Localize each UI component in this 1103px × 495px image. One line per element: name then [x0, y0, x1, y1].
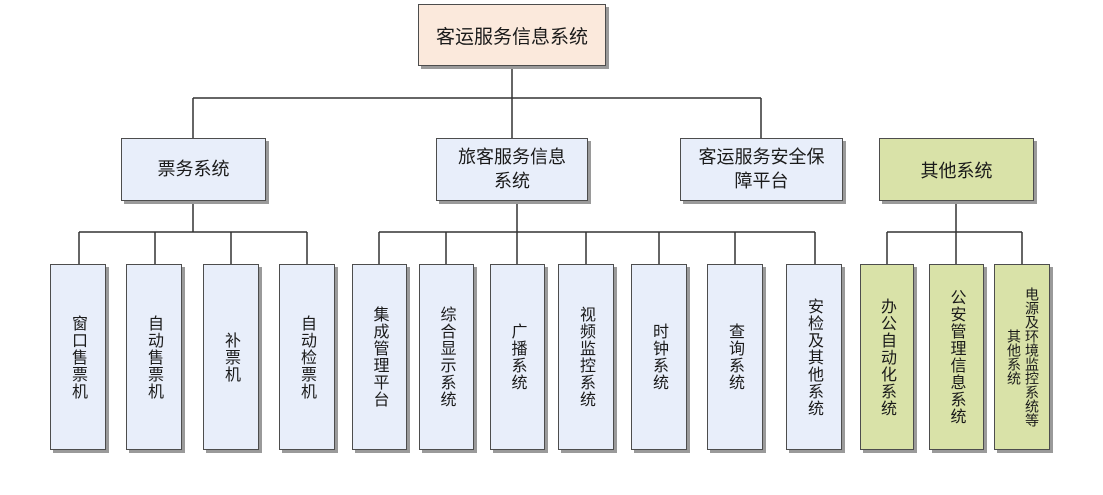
- ticket-system-node: 票务系统: [121, 138, 266, 201]
- leaf-node: 查询系统: [707, 264, 763, 450]
- root-node: 客运服务信息系统: [418, 4, 606, 66]
- leaf-node: 视频监控系统: [558, 264, 614, 450]
- leaf-node: 窗口售票机: [50, 264, 106, 450]
- leaf-label: 公安管理信息系统: [947, 289, 967, 425]
- leaf-node: 集成管理平台: [352, 264, 407, 450]
- leaf-label: 广播系统: [508, 323, 528, 391]
- other-systems-node: 其他系统: [879, 138, 1034, 201]
- root-label: 客运服务信息系统: [435, 25, 588, 48]
- leaf-node: 公安管理信息系统: [929, 264, 984, 450]
- safety-platform-label: 客运服务安全保障平台: [698, 146, 825, 192]
- leaf-label: 自动售票机: [145, 314, 164, 400]
- leaf-label: 综合显示系统: [437, 306, 457, 408]
- ticket-system-label: 票务系统: [157, 158, 230, 180]
- leaf-label: 电源及环境监控系统等其他系统: [1005, 287, 1039, 427]
- leaf-label: 补票机: [222, 331, 241, 383]
- leaf-node: 补票机: [203, 264, 259, 450]
- safety-platform-node: 客运服务安全保障平台: [680, 138, 843, 201]
- leaf-node: 自动售票机: [126, 264, 182, 450]
- leaf-label: 集成管理平台: [370, 306, 390, 408]
- leaf-node: 广播系统: [490, 264, 545, 450]
- other-systems-label: 其他系统: [920, 160, 993, 182]
- leaf-node: 自动检票机: [279, 264, 335, 450]
- passenger-service-label: 旅客服务信息系统: [458, 146, 566, 192]
- leaf-node: 办公自动化系统: [860, 264, 914, 450]
- leaf-node: 安检及其他系统: [786, 264, 842, 450]
- leaf-label: 视频监控系统: [577, 306, 596, 408]
- passenger-service-node: 旅客服务信息系统: [436, 138, 588, 201]
- leaf-label: 自动检票机: [298, 314, 317, 400]
- leaf-label: 安检及其他系统: [805, 297, 824, 417]
- leaf-label: 时钟系统: [650, 323, 669, 391]
- leaf-node: 电源及环境监控系统等其他系统: [994, 264, 1050, 450]
- leaf-node: 时钟系统: [631, 264, 687, 450]
- leaf-node: 综合显示系统: [419, 264, 474, 450]
- leaf-label: 窗口售票机: [69, 314, 88, 400]
- leaf-label: 办公自动化系统: [878, 297, 897, 417]
- leaf-label: 查询系统: [726, 323, 745, 391]
